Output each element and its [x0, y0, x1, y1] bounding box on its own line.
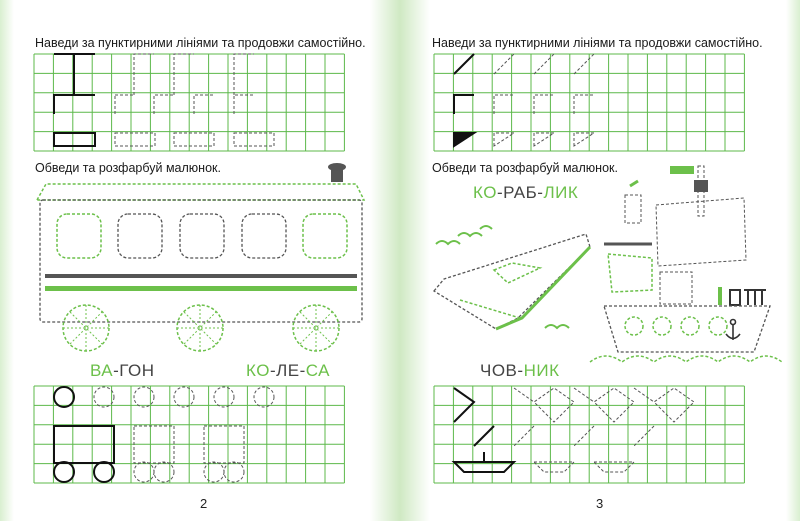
hyphen: -: [517, 361, 524, 380]
syllable: КО: [473, 183, 497, 202]
trace-grid-bottom: [33, 385, 345, 484]
bracket-pattern-dashed: [114, 53, 275, 147]
bird-icons: [435, 225, 570, 330]
hyphen: -: [113, 361, 120, 380]
syllable: ЧОВ: [480, 361, 518, 380]
boat-drawing: [433, 233, 592, 331]
flag-icon: [670, 166, 694, 174]
diagonal-pattern: [453, 53, 478, 148]
trace-grid-top: [33, 53, 345, 152]
syllable: ГОН: [119, 361, 155, 380]
circle-pattern: [53, 386, 275, 483]
word-chovnyk: ЧОВ-НИК: [480, 361, 559, 381]
bracket-pattern: [53, 53, 96, 147]
instruction-trace: Наведи за пунктирними лініями та продовж…: [35, 36, 366, 50]
boat-pattern-dashed: [513, 387, 695, 473]
syllable: ЛИК: [543, 183, 579, 202]
syllable: КО: [246, 361, 270, 380]
page-left: Наведи за пунктирними лініями та продовж…: [0, 0, 400, 521]
instruction-color: Обведи та розфарбуй малюнок.: [432, 161, 618, 175]
instruction-trace: Наведи за пунктирними лініями та продовж…: [432, 36, 763, 50]
diagonal-pattern-dashed: [493, 53, 596, 147]
boat-pattern: [451, 387, 517, 473]
syllable: СА: [305, 361, 331, 380]
page-right: Наведи за пунктирними лініями та продовж…: [400, 0, 800, 521]
wagon-drawing: [35, 163, 366, 352]
trace-grid-top: [433, 53, 745, 152]
anchor-icon: [725, 318, 741, 340]
syllable: НИК: [523, 361, 560, 380]
word-vagon: ВА-ГОН: [90, 361, 155, 381]
ship-drawing: [589, 165, 783, 363]
word-kolesa: КО-ЛЕ-СА: [246, 361, 330, 381]
trace-grid-bottom: [433, 385, 745, 484]
syllable: -РАБ-: [496, 183, 544, 202]
instruction-color: Обведи та розфарбуй малюнок.: [35, 161, 221, 175]
page-number: 2: [200, 496, 208, 511]
right-page-art: [433, 53, 783, 484]
page-number: 3: [596, 496, 604, 511]
syllable: -ЛЕ-: [269, 361, 306, 380]
left-page-art: [33, 53, 366, 484]
syllable: ВА: [90, 361, 114, 380]
word-korablyk: КО-РАБ-ЛИК: [473, 183, 578, 203]
